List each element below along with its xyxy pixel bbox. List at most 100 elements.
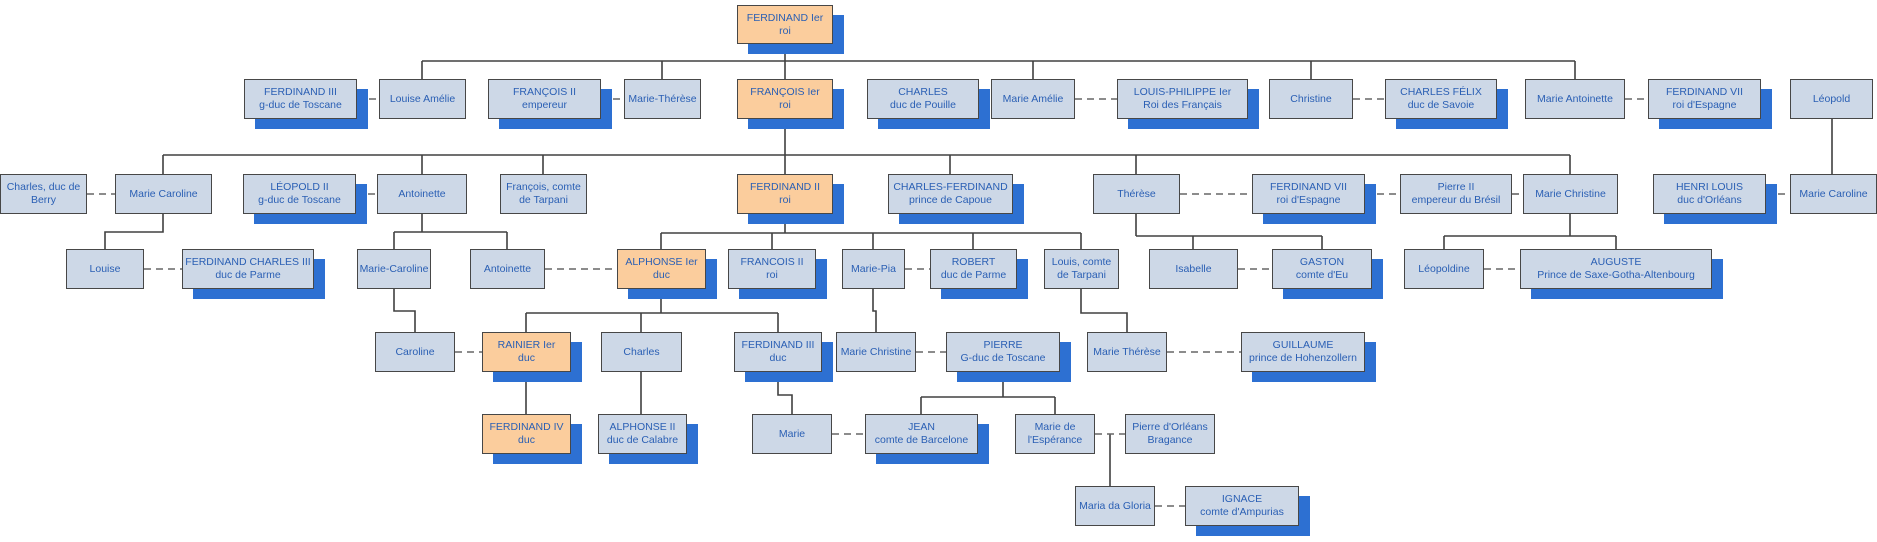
person-label: Antoinette (483, 262, 532, 275)
descent-line (104, 214, 164, 249)
person-label: Léopoldine (1418, 262, 1470, 275)
person-label: IGNACE (1221, 493, 1263, 505)
person-box-marie-antoinette[interactable]: Marie Antoinette (1525, 79, 1625, 119)
person-label: GASTON (1299, 256, 1345, 268)
person-label: Louise Amélie (389, 92, 456, 105)
person-label: JEAN (908, 421, 935, 433)
person-label: Marie-Caroline (359, 262, 429, 275)
person-label: Léopold (1812, 92, 1851, 105)
person-label: CHARLES FÉLIX (1400, 86, 1482, 98)
person-box-leopold[interactable]: Léopold (1790, 79, 1873, 119)
person-label: ROBERT (951, 256, 996, 268)
person-label: Marie Caroline (129, 187, 198, 200)
person-box-antoinette-4[interactable]: Antoinette (470, 249, 545, 289)
person-label: Marie de (1034, 421, 1076, 433)
person-label: Marie-Thérèse (628, 92, 697, 105)
person-label: FERDINAND III (264, 86, 337, 98)
person-label: comte de Barcelone (874, 434, 969, 446)
person-label: g-duc de Toscane (258, 194, 341, 206)
person-label: PIERRE (983, 339, 1023, 351)
person-label: duc de Pouille (890, 99, 956, 111)
person-label: duc d'Orléans (1677, 194, 1742, 206)
person-label: Maria da Gloria (1079, 499, 1151, 512)
person-box-marie-caroline-r[interactable]: Marie Caroline (1790, 174, 1877, 214)
person-box-marie-6[interactable]: Marie (752, 414, 832, 454)
person-label: duc de Savoie (1407, 99, 1475, 111)
person-box-christine[interactable]: Christine (1269, 79, 1353, 119)
person-box-louise-amelie[interactable]: Louise Amélie (379, 79, 466, 119)
person-box-marie-caroline-l[interactable]: Marie Caroline (115, 174, 212, 214)
person-box-marie-christine-5[interactable]: Marie Christine (836, 332, 916, 372)
person-box-louise[interactable]: Louise (66, 249, 144, 289)
person-label: Louis, comte (1051, 256, 1112, 268)
person-label: LÉOPOLD II (270, 181, 329, 193)
person-box-maria-da-gloria[interactable]: Maria da Gloria (1075, 486, 1155, 526)
person-box-leopoldine[interactable]: Léopoldine (1404, 249, 1484, 289)
person-label: duc (653, 269, 670, 281)
person-label: FRANÇOIS Ier (750, 86, 820, 98)
person-label: AUGUSTE (1590, 256, 1642, 268)
person-box-antoinette-3[interactable]: Antoinette (377, 174, 467, 214)
person-label: comte d'Eu (1295, 269, 1349, 281)
person-label: l'Espérance (1027, 434, 1083, 446)
person-label: Pierre II (1437, 181, 1475, 193)
person-box-marie-pia[interactable]: Marie-Pia (842, 249, 905, 289)
person-box-caroline[interactable]: Caroline (375, 332, 455, 372)
person-label: François, comte (506, 181, 581, 193)
person-label: CHARLES (898, 86, 948, 98)
person-label: LOUIS-PHILIPPE Ier (1133, 86, 1232, 98)
person-box-isabelle[interactable]: Isabelle (1149, 249, 1238, 289)
person-box-therese[interactable]: Thérèse (1093, 174, 1180, 214)
person-box-marie-therese[interactable]: Marie-Thérèse (624, 79, 701, 119)
descent-line (872, 289, 877, 332)
person-label: Marie-Pia (851, 262, 896, 275)
descent-line (777, 372, 793, 414)
descent-line (393, 289, 416, 332)
person-label: Charles (623, 345, 660, 358)
person-box-marie-caroline-4[interactable]: Marie-Caroline (357, 249, 431, 289)
person-label: RAINIER Ier (497, 339, 556, 351)
person-box-marie-amelie[interactable]: Marie Amélie (991, 79, 1075, 119)
person-label: duc de Calabre (606, 434, 679, 446)
person-label: Louise (89, 262, 121, 275)
person-box-marie-christine-3[interactable]: Marie Christine (1523, 174, 1618, 214)
person-label: Marie Thérèse (1093, 345, 1161, 358)
person-box-charles-5[interactable]: Charles (601, 332, 682, 372)
person-box-marie-therese-5[interactable]: Marie Thérèse (1087, 332, 1167, 372)
person-label: Marie Christine (840, 345, 912, 358)
